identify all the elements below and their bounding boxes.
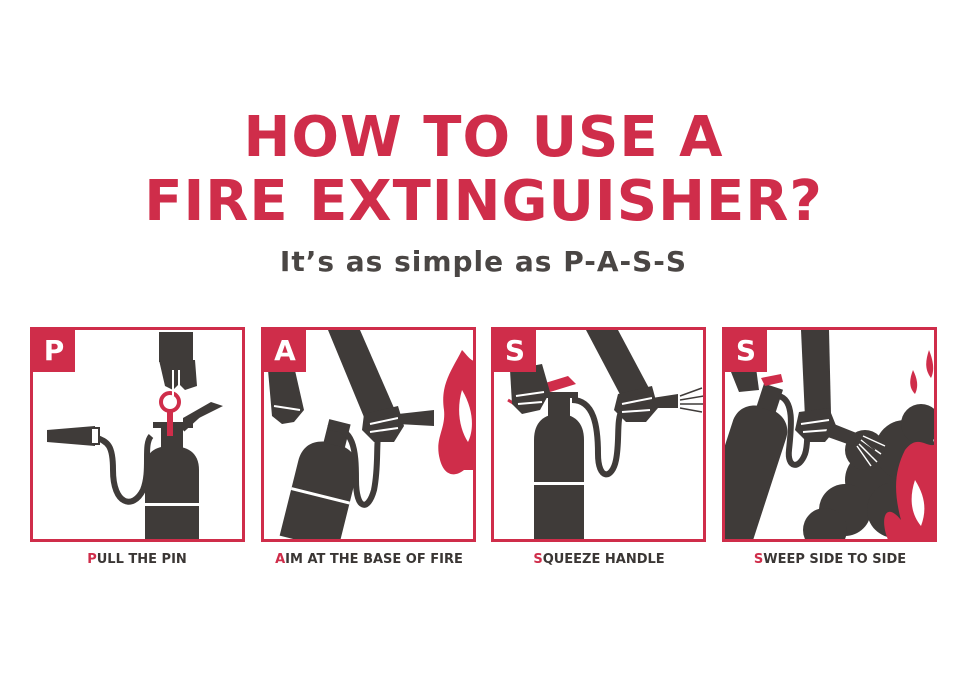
step-caption-sweep: SWEEP SIDE TO SIDE (715, 551, 945, 569)
sweep-illustration (725, 330, 934, 539)
step-letter-badge: P (33, 330, 75, 372)
caption-text: QUEEZE HANDLE (542, 552, 665, 567)
subtitle: It’s as simple as P-A-S-S (279, 245, 688, 278)
caption-text: WEEP SIDE TO SIDE (763, 552, 907, 567)
caption-initial: S (533, 552, 543, 567)
step-letter-badge: S (494, 330, 536, 372)
squeeze-handle-illustration (507, 330, 703, 539)
step-caption-pull: PULL THE PIN (22, 551, 252, 569)
step-letter-badge: A (264, 330, 306, 372)
caption-initial: A (275, 552, 286, 567)
step-panel-pull: P (30, 327, 245, 542)
caption-initial: P (87, 552, 97, 567)
aim-nozzle-illustration (268, 330, 473, 539)
caption-text: IM AT THE BASE OF FIRE (285, 552, 463, 567)
step-panel-squeeze: S (491, 327, 706, 542)
caption-initial: S (753, 552, 764, 567)
step-caption-aim: AIM AT THE BASE OF FIRE (254, 551, 484, 569)
step-letter-badge: S (725, 330, 767, 372)
title-line-2: FIRE EXTINGUISHER? (144, 169, 823, 234)
pull-pin-illustration (47, 332, 223, 539)
step-panel-sweep: S (722, 327, 937, 542)
step-caption-squeeze: SQUEEZE HANDLE (484, 551, 714, 569)
step-panel-aim: A (261, 327, 476, 542)
caption-text: ULL THE PIN (96, 552, 187, 567)
title-line-1: HOW TO USE A (243, 105, 724, 170)
